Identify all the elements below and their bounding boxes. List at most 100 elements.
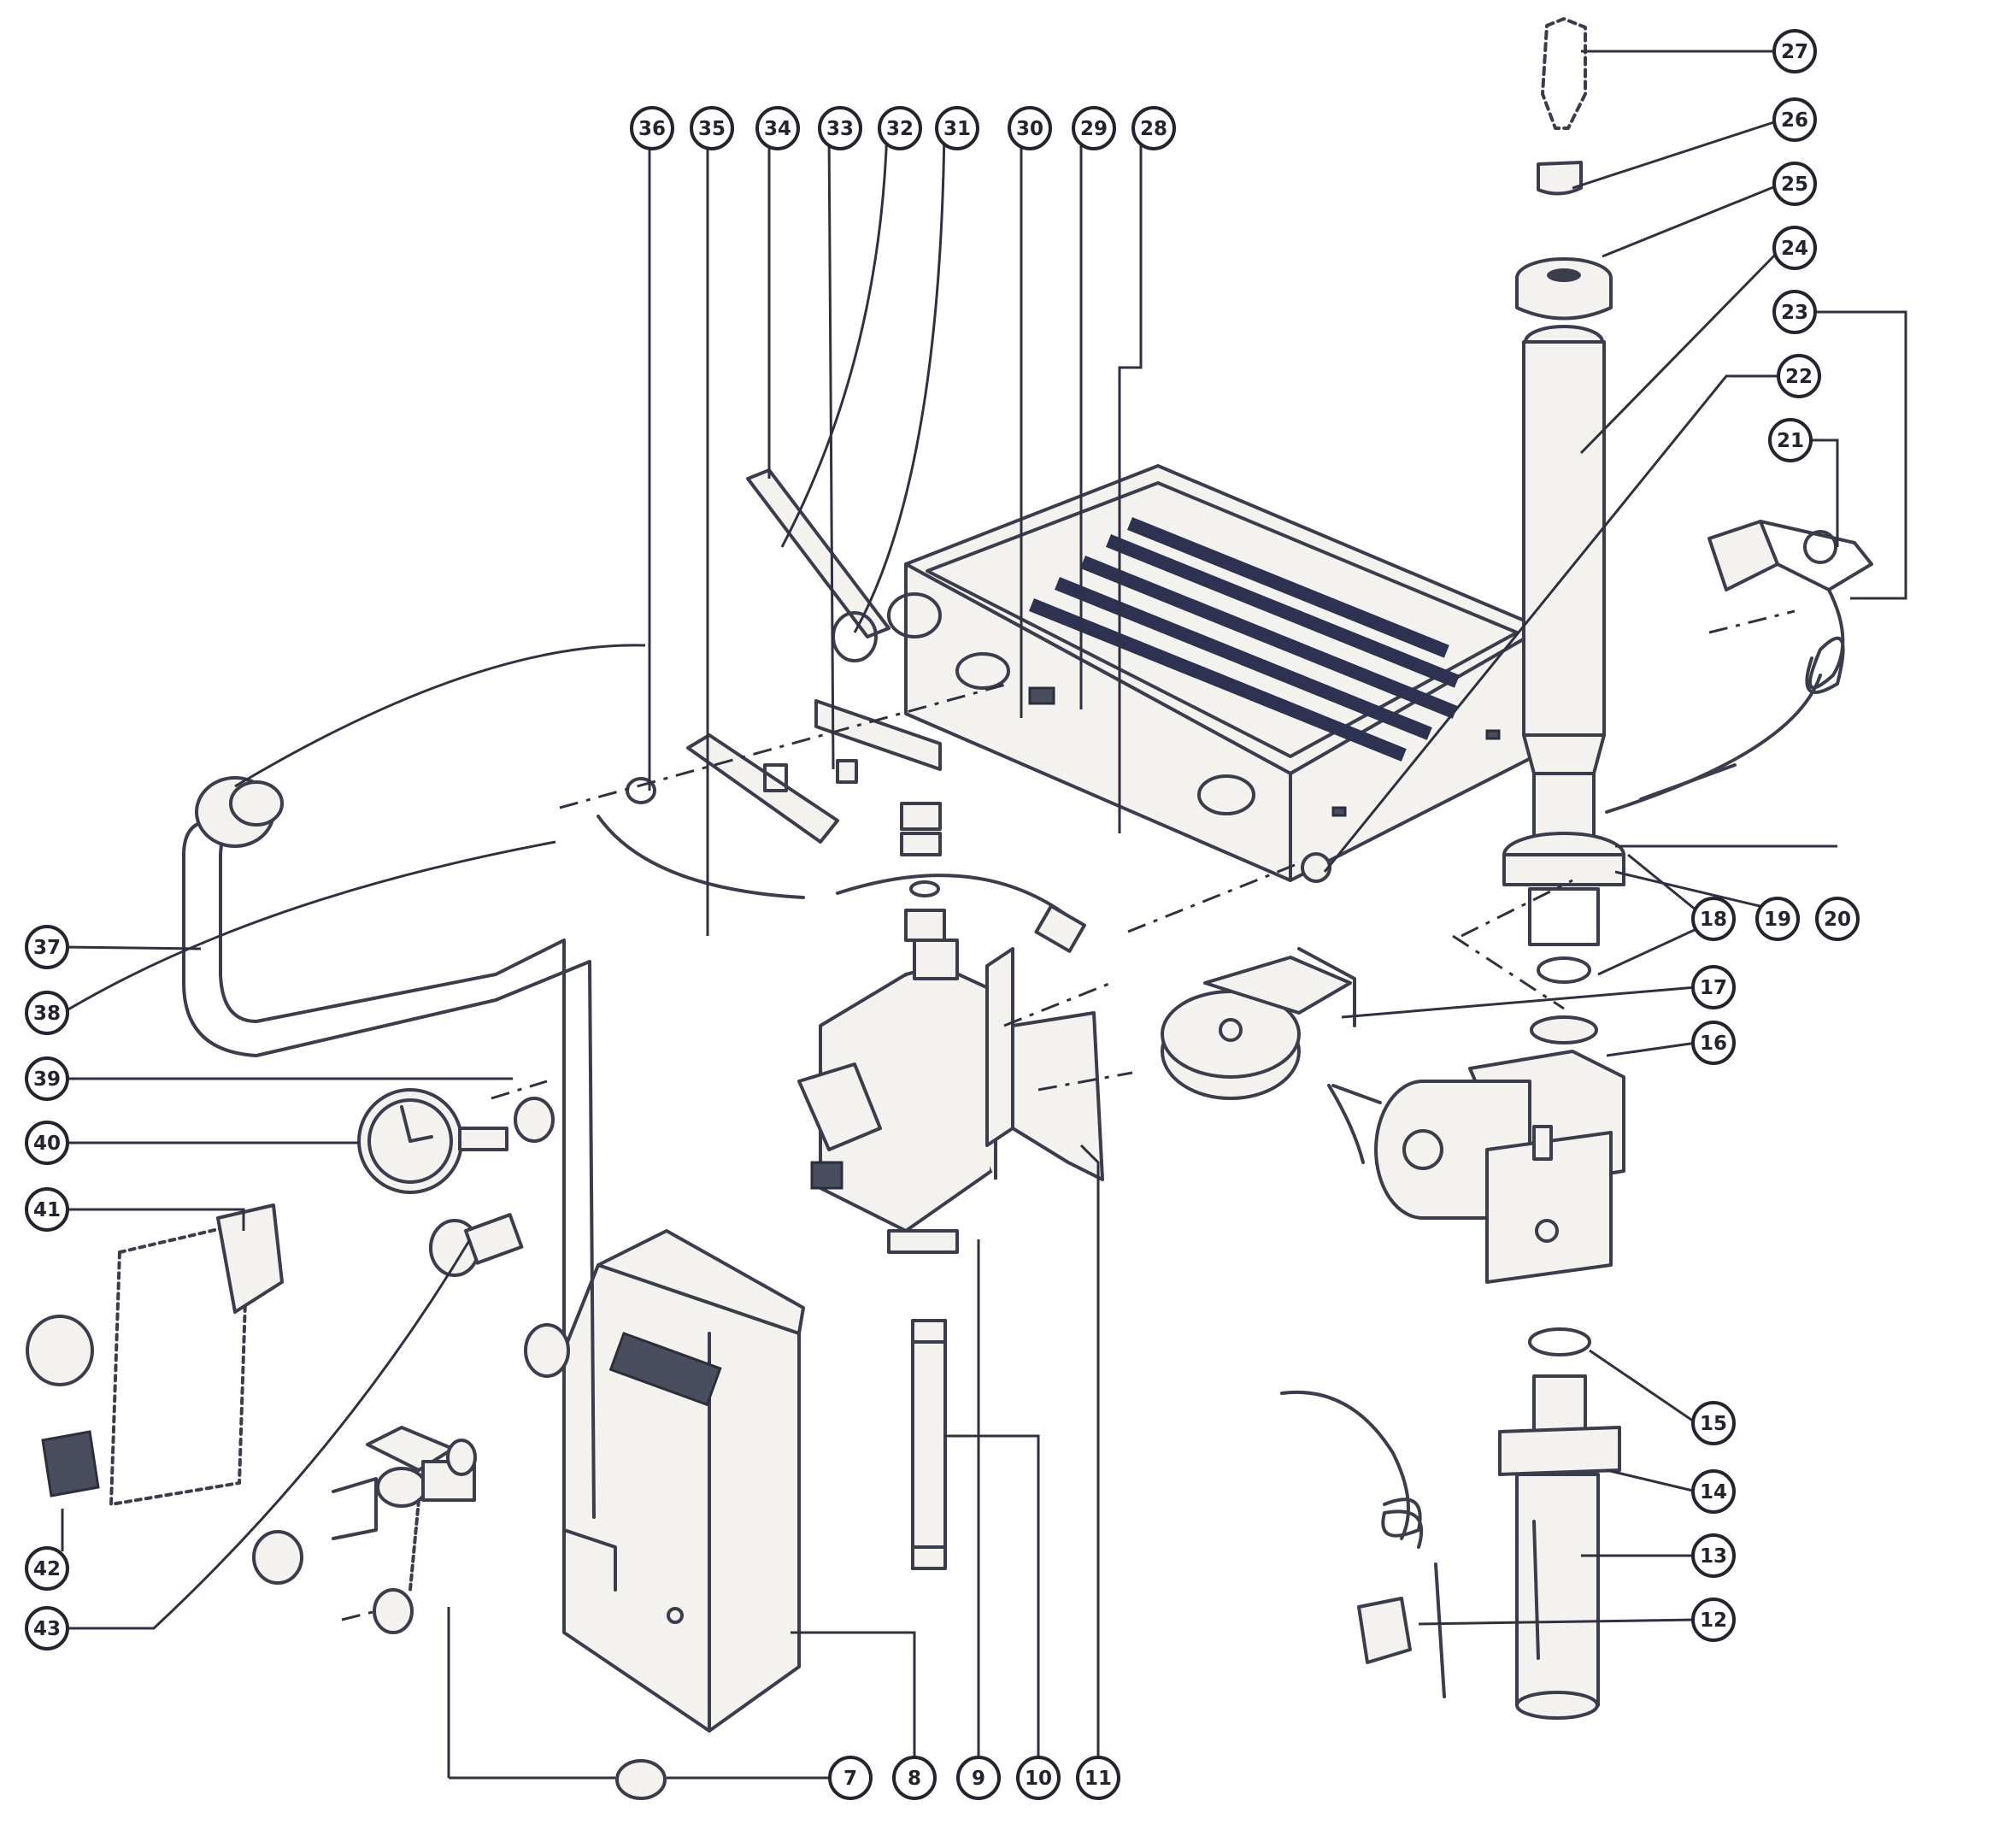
callout-41: 41 [25,1187,69,1232]
callout-circle [25,925,69,969]
callout-number: 37 [33,937,61,959]
callout-37: 37 [25,925,69,969]
callout-circle [25,1187,69,1232]
callout-9: 9 [956,1756,1001,1800]
callout-28: 28 [1131,106,1176,150]
callout-number: 27 [1781,41,1808,63]
callout-number: 7 [843,1768,857,1790]
callout-39: 39 [25,1056,69,1101]
callout-22: 22 [1777,354,1821,398]
callout-number: 26 [1781,109,1808,132]
gas-valve [797,880,997,1254]
callout-10: 10 [1016,1756,1061,1800]
callout-circle [25,991,69,1035]
callout-circle [1777,354,1821,398]
callout-number: 28 [1140,118,1167,140]
callout-32: 32 [878,106,922,150]
callout-circle [1072,106,1116,150]
callout-number: 38 [33,1003,61,1025]
callout-number: 18 [1700,909,1727,931]
circulation-pump [1374,1015,1625,1284]
callout-27: 27 [1772,29,1817,74]
callout-20: 20 [1815,897,1860,941]
return-pipe [1498,1327,1621,1720]
callout-number: 22 [1785,366,1813,388]
callout-19: 19 [1755,897,1800,941]
callout-43: 43 [25,1606,69,1651]
callout-33: 33 [818,106,862,150]
control-box [562,1229,805,1733]
callout-circle [755,106,800,150]
callout-number: 41 [33,1199,61,1221]
callout-14: 14 [1691,1469,1736,1514]
callout-circle [1768,418,1813,462]
callout-number: 39 [33,1068,61,1091]
callout-circle [1076,1756,1120,1800]
callout-29: 29 [1072,106,1116,150]
flue-assembly [1502,17,1625,984]
callout-circle [1691,965,1736,1009]
callout-circle [1755,897,1800,941]
limit-thermostat [1605,520,1873,814]
callout-12: 12 [1691,1598,1736,1642]
callout-38: 38 [25,991,69,1035]
callout-circle [1691,1021,1736,1065]
callout-35: 35 [690,106,734,150]
callout-number: 13 [1700,1545,1727,1568]
callout-34: 34 [755,106,800,150]
callout-31: 31 [935,106,979,150]
callout-number: 19 [1764,909,1791,931]
callout-number: 9 [972,1768,985,1790]
callout-13: 13 [1691,1533,1736,1578]
callout-23: 23 [1772,290,1817,334]
callout-number: 33 [826,118,854,140]
temperature-sensor [1280,1390,1446,1698]
callout-circle [1008,106,1052,150]
callout-number: 12 [1700,1609,1727,1632]
callout-circle [25,1056,69,1101]
burner-tubes [1029,516,1460,762]
callout-circle [1691,1533,1736,1578]
callout-number: 17 [1700,977,1727,999]
callout-number: 40 [33,1133,61,1155]
callout-24: 24 [1772,226,1817,270]
callout-number: 21 [1777,430,1804,452]
callout-40: 40 [25,1121,69,1165]
callout-21: 21 [1768,418,1813,462]
callout-36: 36 [630,106,674,150]
callout-number: 29 [1080,118,1108,140]
ignition-electrode-assembly [686,468,942,856]
callout-circle [1772,226,1817,270]
callout-circle [1016,1756,1061,1800]
callout-17: 17 [1691,965,1736,1009]
control-knob [615,1759,667,1800]
callout-circle [630,106,674,150]
callout-26: 26 [1772,97,1817,142]
callout-circle [25,1121,69,1165]
switch-panel [26,1203,284,1506]
callout-number: 25 [1781,174,1808,196]
valve-bracket [985,947,1104,1181]
callout-circle [25,1546,69,1591]
callout-number: 23 [1781,302,1808,324]
ignition-lead [597,815,805,899]
flow-pipe [182,776,596,1519]
assembly-lines [341,609,1796,1621]
callout-circle [818,106,862,150]
callout-number: 24 [1781,238,1808,260]
callout-circle [1131,106,1176,150]
callout-8: 8 [892,1756,937,1800]
callout-circle [1691,1401,1736,1445]
callout-number: 35 [698,118,726,140]
callout-number: 34 [764,118,791,140]
callout-circle [892,1756,937,1800]
callout-18: 18 [1691,897,1736,941]
callout-11: 11 [1076,1756,1120,1800]
callout-number: 36 [638,118,666,140]
callout-number: 30 [1016,118,1043,140]
callout-number: 31 [943,118,971,140]
callout-15: 15 [1691,1401,1736,1445]
callout-circle [1815,897,1860,941]
callout-circle [1772,29,1817,74]
